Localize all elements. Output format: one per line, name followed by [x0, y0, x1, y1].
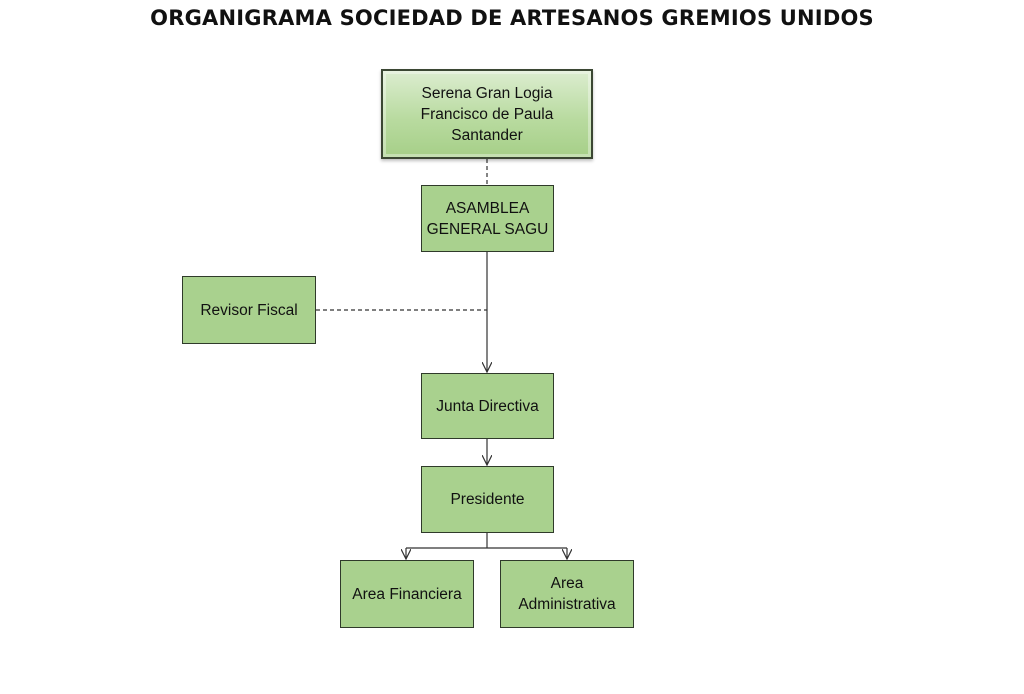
- diagram-title: ORGANIGRAMA SOCIEDAD DE ARTESANOS GREMIO…: [150, 6, 874, 30]
- node-asamblea-general: ASAMBLEA GENERAL SAGU: [421, 185, 554, 252]
- node-presidente: Presidente: [421, 466, 554, 533]
- node-junta-directiva-label: Junta Directiva: [436, 397, 539, 415]
- node-revisor-fiscal: Revisor Fiscal: [182, 276, 316, 344]
- node-presidente-label: Presidente: [450, 491, 525, 508]
- node-area-financiera-label: Area Financiera: [352, 585, 462, 603]
- node-asamblea-general-label: ASAMBLEA GENERAL SAGU: [426, 199, 549, 238]
- node-area-financiera: Area Financiera: [340, 560, 474, 628]
- node-serena-gran-logia: Serena Gran Logia Francisco de Paula San…: [381, 69, 593, 159]
- node-area-administrativa-label: Area Administrativa: [518, 575, 616, 613]
- node-area-administrativa: Area Administrativa: [500, 560, 634, 628]
- node-serena-gran-logia-label: Serena Gran Logia Francisco de Paula San…: [420, 84, 554, 144]
- node-junta-directiva: Junta Directiva: [421, 373, 554, 439]
- node-revisor-fiscal-label: Revisor Fiscal: [200, 301, 298, 319]
